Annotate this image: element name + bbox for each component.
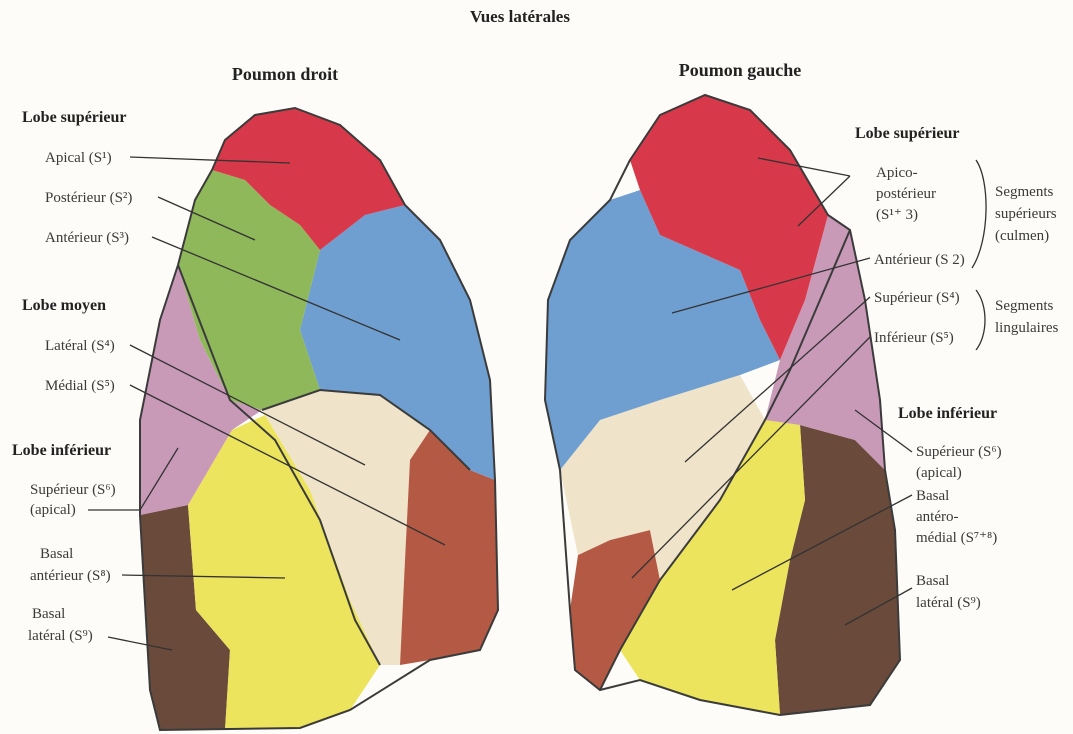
right-lateral-label: Latéral (S⁴) — [45, 338, 115, 354]
left-lobe-inferior-heading: Lobe inférieur — [898, 405, 997, 422]
right-basal-lateral-label-2: latéral (S⁹) — [28, 628, 93, 644]
right-posterior-label: Postérieur (S²) — [45, 190, 132, 206]
left-basal-lateral-label-1: Basal — [916, 573, 949, 589]
left-apico-label-3: (S¹⁺ 3) — [876, 207, 918, 223]
right-medial-label: Médial (S⁵) — [45, 378, 115, 394]
left-anterior-label: Antérieur (S 2) — [874, 252, 965, 268]
left-segments-ling-label-2: lingulaires — [995, 320, 1058, 336]
right-lobe-inferior-heading: Lobe inférieur — [12, 442, 111, 459]
left-segments-ling-label-1: Segments — [995, 298, 1053, 314]
right-superior-apical-label-1: Supérieur (S⁶) — [30, 482, 116, 498]
right-lobe-middle-heading: Lobe moyen — [22, 297, 106, 314]
right-basal-anterior-label-1: Basal — [40, 546, 73, 562]
left-lingular-segments-brace — [976, 290, 985, 350]
left-apico-label-1: Apico- — [876, 165, 918, 181]
right-basal-lateral-label-1: Basal — [32, 606, 65, 622]
left-lobe-superior-heading: Lobe supérieur — [855, 125, 959, 142]
left-basal-am-label-1: Basal — [916, 488, 949, 504]
right-anterior-label: Antérieur (S³) — [45, 230, 129, 246]
right-lobe-superior-heading: Lobe supérieur — [22, 109, 126, 126]
right-lung — [140, 108, 498, 730]
left-basal-am-label-3: médial (S⁷⁺⁸) — [916, 530, 997, 546]
left-superior-segments-brace — [972, 160, 986, 268]
left-segments-sup-label-1: Segments — [995, 184, 1053, 200]
left-superior-apical-label-1: Supérieur (S⁶) — [916, 444, 1002, 460]
left-apico-label-2: postérieur — [876, 186, 936, 202]
figure-title: Vues latérales — [470, 7, 570, 26]
left-inferior-label: Inférieur (S⁵) — [874, 330, 954, 346]
right-lung-title: Poumon droit — [232, 64, 338, 84]
right-apical-label: Apical (S¹) — [45, 150, 112, 166]
left-basal-am-label-2: antéro- — [916, 509, 958, 525]
left-superior-label: Supérieur (S⁴) — [874, 290, 960, 306]
left-lung-title: Poumon gauche — [679, 60, 802, 80]
left-basal-lateral-label-2: latéral (S⁹) — [916, 595, 981, 611]
left-lung — [545, 95, 900, 715]
right-basal-anterior-label-2: antérieur (S⁸) — [30, 568, 111, 584]
right-superior-apical-label-2: (apical) — [30, 502, 76, 518]
left-superior-apical-label-2: (apical) — [916, 465, 962, 481]
left-segments-sup-label-2: supérieurs — [995, 206, 1057, 222]
left-segments-sup-label-3: (culmen) — [995, 228, 1049, 244]
